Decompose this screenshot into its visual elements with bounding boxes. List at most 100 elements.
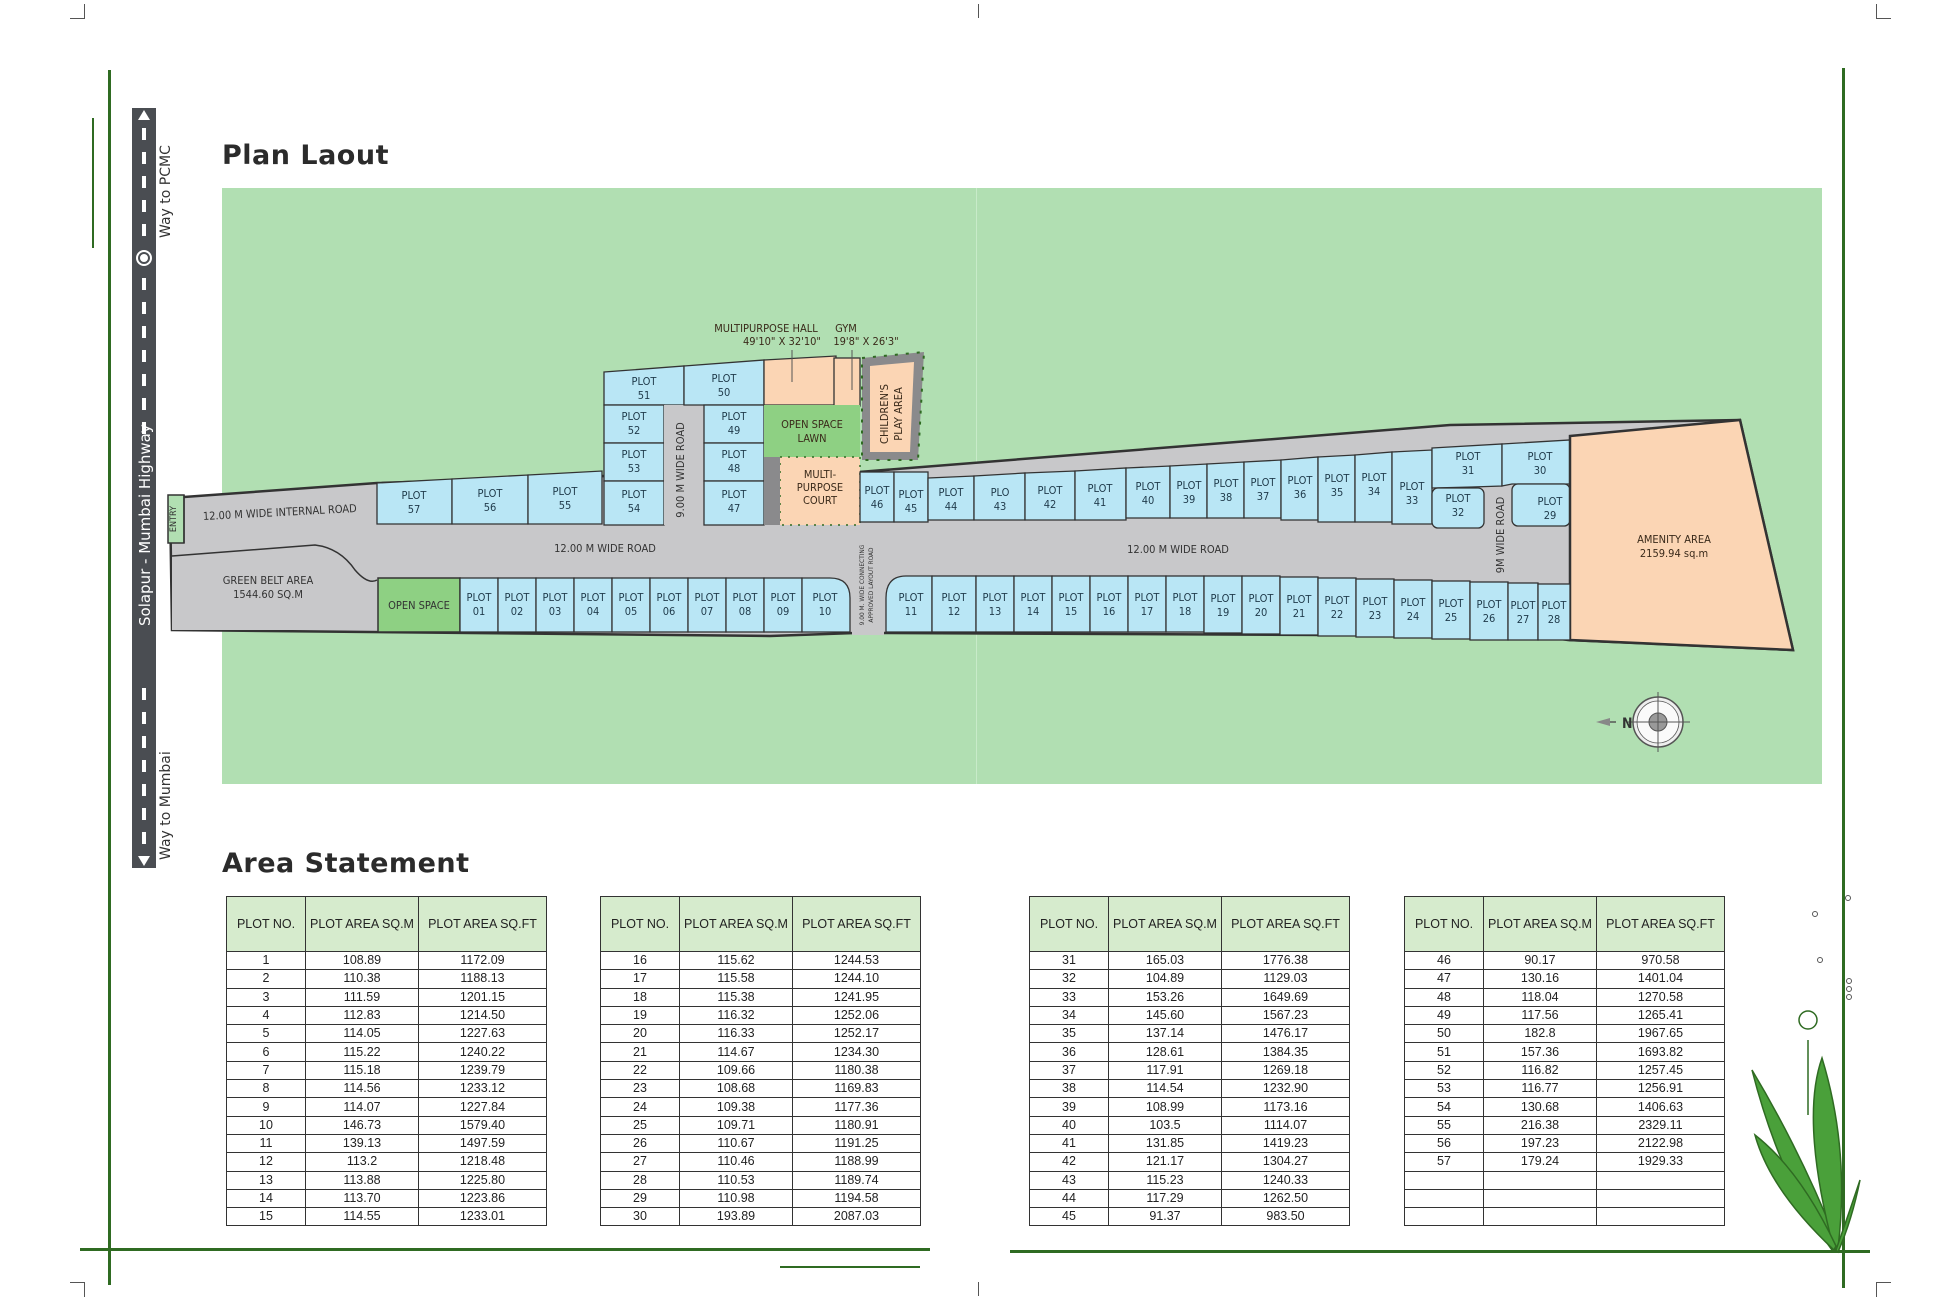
area-sqft-cell: 1406.63 [1595, 1097, 1726, 1117]
svg-text:PLOT: PLOT [1173, 591, 1199, 604]
svg-text:PLOT: PLOT [1477, 598, 1503, 611]
svg-text:PLOT: PLOT [478, 487, 504, 500]
plot-no-cell: 49 [1404, 1005, 1484, 1026]
svg-text:PLOT: PLOT [1511, 599, 1537, 612]
svg-text:22: 22 [1331, 608, 1344, 621]
area-sqm-cell: 116.77 [1483, 1079, 1597, 1099]
svg-text:17: 17 [1141, 605, 1154, 618]
plot-no-cell: 36 [1029, 1042, 1109, 1062]
area-sqm-cell: 110.98 [679, 1188, 793, 1209]
plots-57-55 [376, 470, 603, 525]
area-sqft-cell: 1384.35 [1220, 1042, 1351, 1062]
area-sqm-cell: 115.23 [1108, 1170, 1222, 1190]
col-plot-no: PLOT NO. [600, 896, 680, 952]
area-sqft-cell: 1180.91 [791, 1115, 922, 1135]
plot-no-cell: 46 [1404, 950, 1484, 971]
svg-text:14: 14 [1027, 605, 1040, 618]
area-sqft-cell: 1233.01 [417, 1207, 548, 1227]
plot-no-cell: 35 [1029, 1024, 1109, 1044]
area-sqft-cell: 1269.18 [1220, 1060, 1351, 1081]
area-sqft-cell: 1218.48 [417, 1152, 548, 1172]
svg-text:PLOT: PLOT [1542, 599, 1568, 612]
svg-text:50: 50 [718, 386, 731, 399]
plot-no-cell: 54 [1404, 1097, 1484, 1117]
svg-text:9.00 M WIDE ROAD: 9.00 M WIDE ROAD [674, 422, 687, 518]
area-sqft-cell: 970.58 [1595, 950, 1726, 971]
crop-mark-bottom-right [1876, 1282, 1891, 1297]
area-table-1: PLOT NO. PLOT AREA SQ.M PLOT AREA SQ.FT … [226, 896, 548, 1227]
svg-text:12: 12 [948, 605, 961, 618]
highway-road [132, 108, 156, 868]
plot-no-cell: 9 [226, 1097, 306, 1117]
svg-text:09: 09 [777, 605, 790, 618]
col-area-sqft: PLOT AREA SQ.FT [1595, 896, 1726, 952]
svg-text:PLOT: PLOT [632, 375, 658, 388]
area-sqm-cell [1483, 1188, 1597, 1209]
area-sqm-cell: 110.67 [679, 1133, 793, 1154]
crop-mark-top-right [1876, 4, 1891, 19]
col-area-sqm: PLOT AREA SQ.M [305, 896, 419, 952]
svg-text:31: 31 [1462, 464, 1475, 477]
area-sqm-cell: 113.2 [305, 1152, 419, 1172]
area-sqft-cell: 1240.22 [417, 1042, 548, 1062]
svg-text:42: 42 [1044, 498, 1057, 511]
area-sqm-cell: 179.24 [1483, 1152, 1597, 1172]
area-sqm-cell: 131.85 [1108, 1133, 1222, 1154]
plot-no-cell: 38 [1029, 1079, 1109, 1099]
plot-no-cell: 3 [226, 987, 306, 1007]
svg-text:9M WIDE ROAD: 9M WIDE ROAD [1494, 496, 1507, 573]
area-sqft-cell: 1257.45 [1595, 1060, 1726, 1081]
area-sqft-cell: 2087.03 [791, 1207, 922, 1227]
area-sqft-cell: 1191.25 [791, 1133, 922, 1154]
plot-no-cell [1404, 1170, 1484, 1190]
frame-line-right [1842, 68, 1845, 1288]
svg-text:32: 32 [1452, 506, 1465, 519]
plots-51-54 [603, 365, 685, 526]
plot-no-cell: 28 [600, 1170, 680, 1190]
svg-text:PLOT: PLOT [771, 591, 797, 604]
area-sqm-cell: 115.38 [679, 987, 793, 1007]
table-row [1404, 1170, 1726, 1190]
amenity-area [1568, 418, 1795, 652]
svg-text:PLOT: PLOT [619, 591, 645, 604]
frame-line-bottom-right [1010, 1250, 1870, 1253]
area-sqm-cell: 118.04 [1483, 987, 1597, 1007]
frame-line-left-accent [92, 118, 94, 248]
svg-text:19'8" X 26'3": 19'8" X 26'3" [833, 335, 898, 348]
plan-layout-title: Plan Laout [222, 140, 389, 171]
area-sqft-cell: 1270.58 [1595, 987, 1726, 1007]
area-sqm-cell: 193.89 [679, 1207, 793, 1227]
svg-text:AMENITY AREA: AMENITY AREA [1637, 533, 1711, 546]
area-sqft-cell: 2122.98 [1595, 1133, 1726, 1154]
svg-text:08: 08 [739, 605, 752, 618]
svg-text:COURT: COURT [803, 494, 838, 507]
area-sqft-cell: 1223.86 [417, 1188, 548, 1209]
plot-no-cell: 50 [1404, 1024, 1484, 1044]
area-sqm-cell: 130.68 [1483, 1097, 1597, 1117]
svg-text:57: 57 [408, 503, 421, 516]
svg-text:PLOT: PLOT [1456, 450, 1482, 463]
svg-text:29: 29 [1544, 509, 1557, 522]
svg-text:35: 35 [1331, 486, 1344, 499]
area-sqft-cell [1595, 1188, 1726, 1209]
area-sqft-cell: 1649.69 [1220, 987, 1351, 1007]
plot-no-cell: 56 [1404, 1133, 1484, 1154]
svg-text:47: 47 [728, 502, 741, 515]
area-sqm-cell: 108.68 [679, 1079, 793, 1099]
plots-01-10 [459, 577, 851, 633]
